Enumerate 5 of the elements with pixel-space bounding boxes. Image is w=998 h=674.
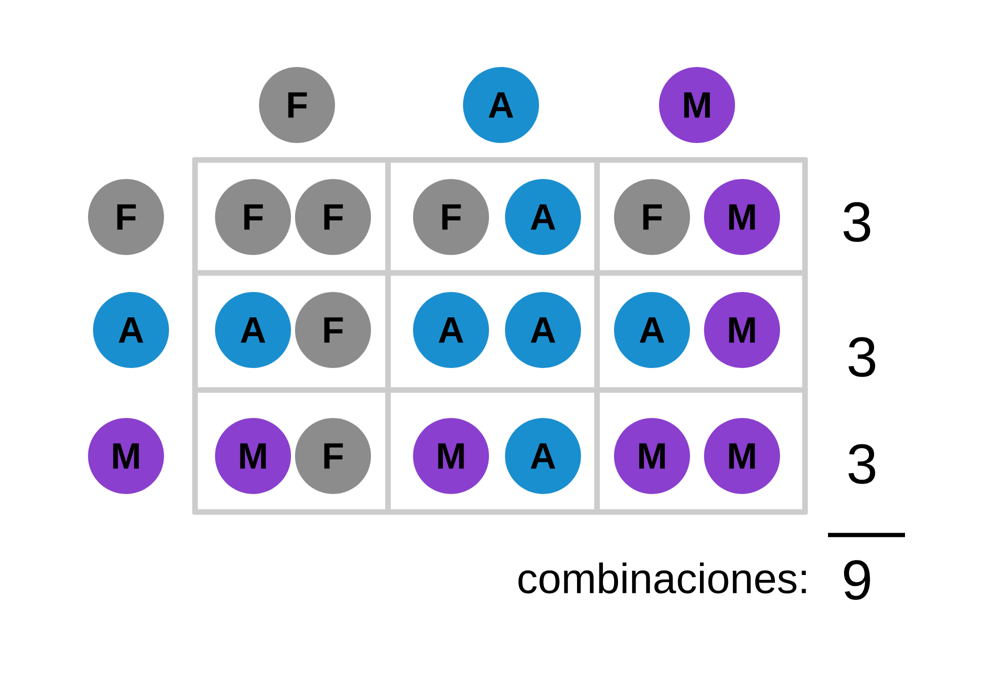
label: 3 — [848, 444, 876, 484]
label: 9 — [844, 560, 870, 600]
label: 3 — [848, 337, 876, 377]
label: 3 — [844, 202, 870, 242]
label: combinaciones: — [518, 562, 806, 594]
